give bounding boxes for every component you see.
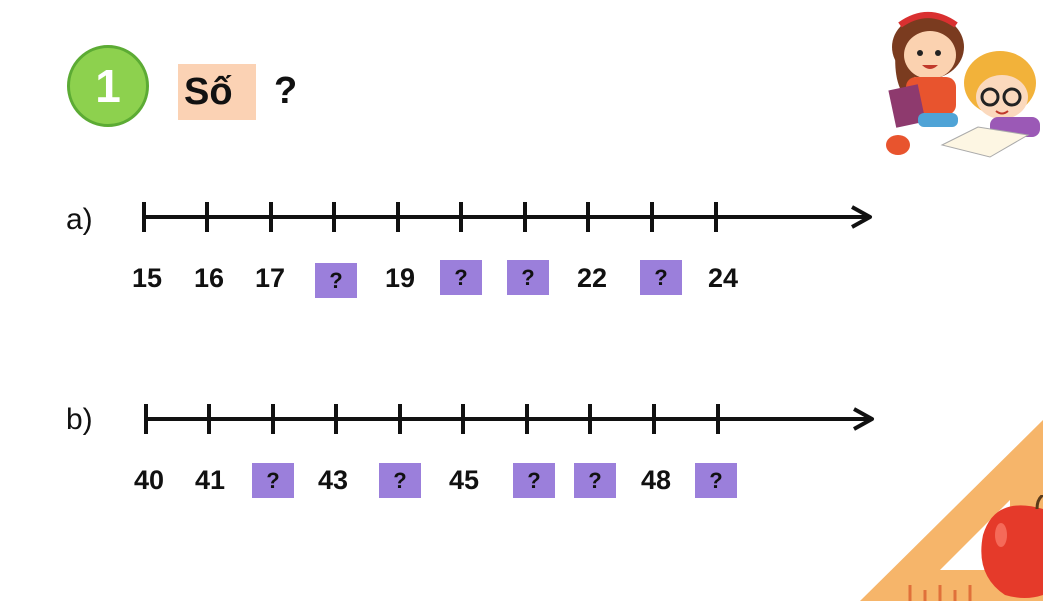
label-b-4: 43 bbox=[303, 465, 363, 496]
label-a-5: 19 bbox=[370, 263, 430, 294]
label-a-1: 15 bbox=[117, 263, 177, 294]
blank-b-5[interactable]: ? bbox=[379, 463, 421, 498]
blank-b-10[interactable]: ? bbox=[695, 463, 737, 498]
blank-a-9[interactable]: ? bbox=[640, 260, 682, 295]
blank-a-7[interactable]: ? bbox=[507, 260, 549, 295]
label-a-10: 24 bbox=[693, 263, 753, 294]
label-a-8: 22 bbox=[562, 263, 622, 294]
label-b-6: 45 bbox=[434, 465, 494, 496]
label-a-2: 16 bbox=[179, 263, 239, 294]
label-a-3: 17 bbox=[240, 263, 300, 294]
kids-reading-illustration bbox=[878, 5, 1043, 170]
apple-icon bbox=[975, 495, 1043, 601]
blank-a-6[interactable]: ? bbox=[440, 260, 482, 295]
label-b-9: 48 bbox=[626, 465, 686, 496]
label-b-2: 41 bbox=[180, 465, 240, 496]
number-line-b bbox=[145, 404, 872, 434]
label-b-1: 40 bbox=[119, 465, 179, 496]
blank-b-3[interactable]: ? bbox=[252, 463, 294, 498]
blank-b-7[interactable]: ? bbox=[513, 463, 555, 498]
blank-b-8[interactable]: ? bbox=[574, 463, 616, 498]
blank-a-4[interactable]: ? bbox=[315, 263, 357, 298]
